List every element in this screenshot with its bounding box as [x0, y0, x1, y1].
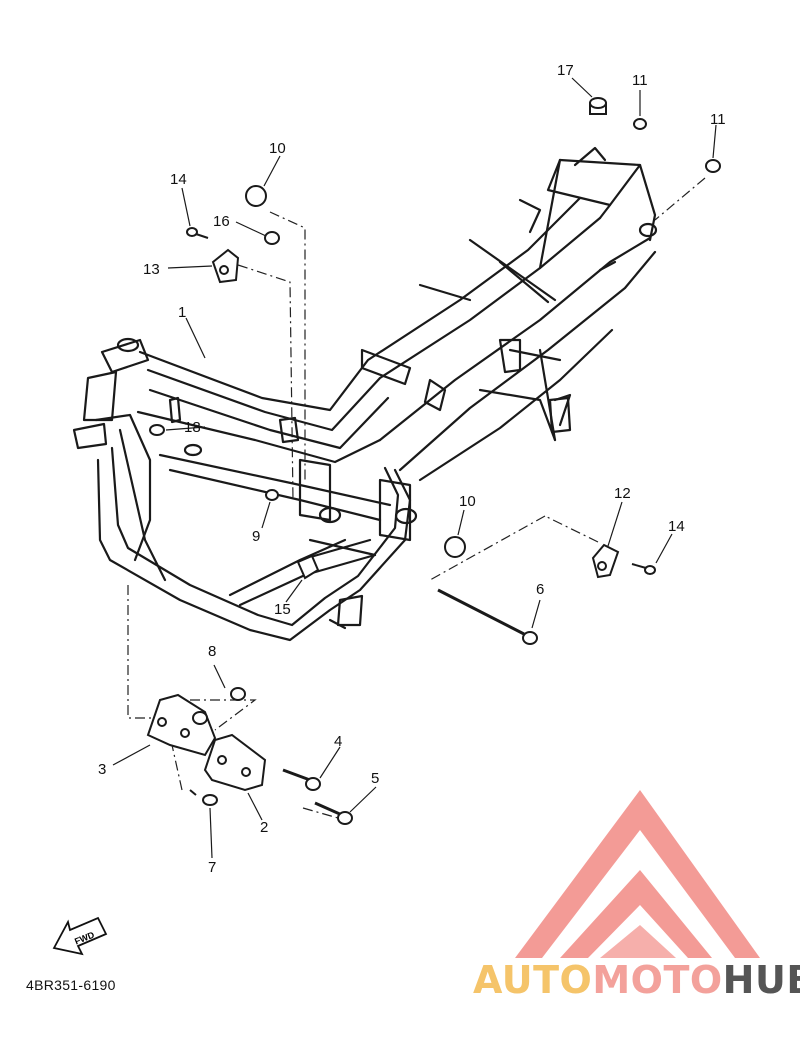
- brand-part-hub: HUB: [722, 958, 800, 1002]
- leader-lines: [127, 177, 706, 819]
- callout-13: 13: [143, 261, 160, 278]
- callout-1: 1: [178, 304, 187, 321]
- callout-5: 5: [371, 770, 380, 787]
- callout-12: 12: [614, 485, 631, 502]
- callout-6: 6: [536, 581, 545, 598]
- small-parts: [146, 97, 721, 825]
- callout-14-left: 14: [170, 171, 187, 188]
- brand-part-moto: MOTO: [592, 958, 723, 1002]
- callout-17: 17: [557, 62, 574, 79]
- watermark-logo: [515, 790, 760, 958]
- callout-9: 9: [252, 528, 261, 545]
- callout-10-top: 10: [269, 140, 286, 157]
- callout-8: 8: [208, 643, 217, 660]
- callout-11-right: 11: [710, 111, 726, 128]
- callout-10-right: 10: [459, 493, 476, 510]
- callout-2: 2: [260, 819, 269, 836]
- callout-16: 16: [213, 213, 230, 230]
- callout-leaders: [112, 77, 717, 859]
- callout-18: 18: [184, 419, 201, 436]
- callout-4: 4: [334, 733, 343, 750]
- callout-3: 3: [98, 761, 107, 778]
- callout-15: 15: [274, 601, 291, 618]
- callout-14-right: 14: [668, 518, 685, 535]
- brand-part-auto: AUTO: [473, 958, 593, 1002]
- callout-7: 7: [208, 859, 217, 876]
- fwd-arrow-icon: FWD: [52, 916, 108, 956]
- watermark-brand: AUTOMOTOHUB: [473, 958, 800, 1002]
- part-code: 4BR351-6190: [26, 977, 116, 993]
- motorcycle-frame: [72, 146, 658, 642]
- callout-11-top: 11: [632, 72, 648, 89]
